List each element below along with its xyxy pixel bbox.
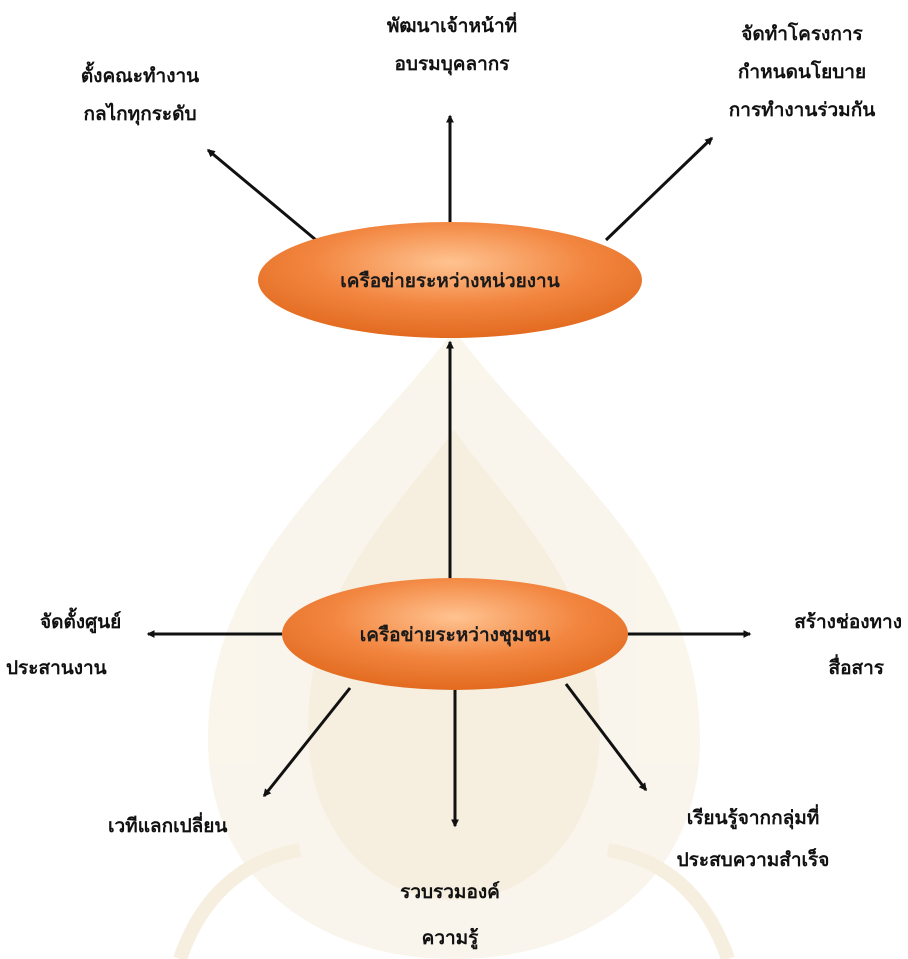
staff-development-line-1: พัฒนาเจ้าหน้าที่	[386, 15, 518, 37]
communication-channel-label: สร้างช่องทาง สื่อสาร	[752, 610, 902, 680]
arrow-to-task-force	[206, 148, 317, 242]
knowledge-collection-label: รวบรวมองค์ ความรู้	[360, 880, 540, 950]
coordination-center-line-2: ประสานงาน	[6, 657, 107, 679]
joint-projects-line-1: จัดทำโครงการ	[741, 23, 863, 45]
knowledge-collection-line-2: ความรู้	[421, 927, 479, 949]
knowledge-collection-line-1: รวบรวมองค์	[400, 881, 500, 903]
communication-channel-line-1: สร้างช่องทาง	[794, 611, 902, 633]
task-force-line-2: กลไกทุกระดับ	[83, 103, 197, 125]
joint-projects-line-3: การทำงานร่วมกัน	[728, 99, 876, 121]
coordination-center-line-1: จัดตั้งศูนย์	[40, 611, 122, 633]
arrow-to-learn-from-success	[564, 683, 648, 792]
agency-network-node	[258, 222, 642, 338]
learn-from-success-line-1: เรียนรู้จากกลุ่มที่	[686, 807, 820, 829]
community-network-label: เครือข่ายระหว่างชุมชน	[359, 624, 551, 646]
coordination-center-label: จัดตั้งศูนย์ ประสานงาน	[6, 610, 146, 680]
joint-projects-label: จัดทำโครงการ กำหนดนโยบาย การทำงานร่วมกัน	[702, 22, 902, 122]
community-network-node	[282, 578, 628, 690]
task-force-line-1: ตั้งคณะทำงาน	[80, 65, 200, 87]
exchange-forum-line-1: เวทีแลกเปลี่ยน	[108, 815, 228, 837]
learn-from-success-label: เรียนรู้จากกลุ่มที่ ประสบความสำเร็จ	[638, 806, 868, 872]
learn-from-success-line-2: ประสบความสำเร็จ	[676, 849, 830, 871]
joint-projects-line-2: กำหนดนโยบาย	[737, 61, 867, 83]
agency-network-label: เครือข่ายระหว่างหน่วยงาน	[340, 270, 560, 292]
staff-development-label: พัฒนาเจ้าหน้าที่ อบรมบุคลากร	[352, 14, 552, 76]
exchange-forum-label: เวทีแลกเปลี่ยน	[108, 814, 288, 838]
staff-development-line-2: อบรมบุคลากร	[394, 53, 510, 75]
arrow-to-exchange-forum	[262, 687, 352, 798]
communication-channel-line-2: สื่อสาร	[828, 657, 884, 679]
task-force-label: ตั้งคณะทำงาน กลไกทุกระดับ	[40, 64, 240, 126]
arrow-to-joint-projects	[604, 136, 714, 242]
